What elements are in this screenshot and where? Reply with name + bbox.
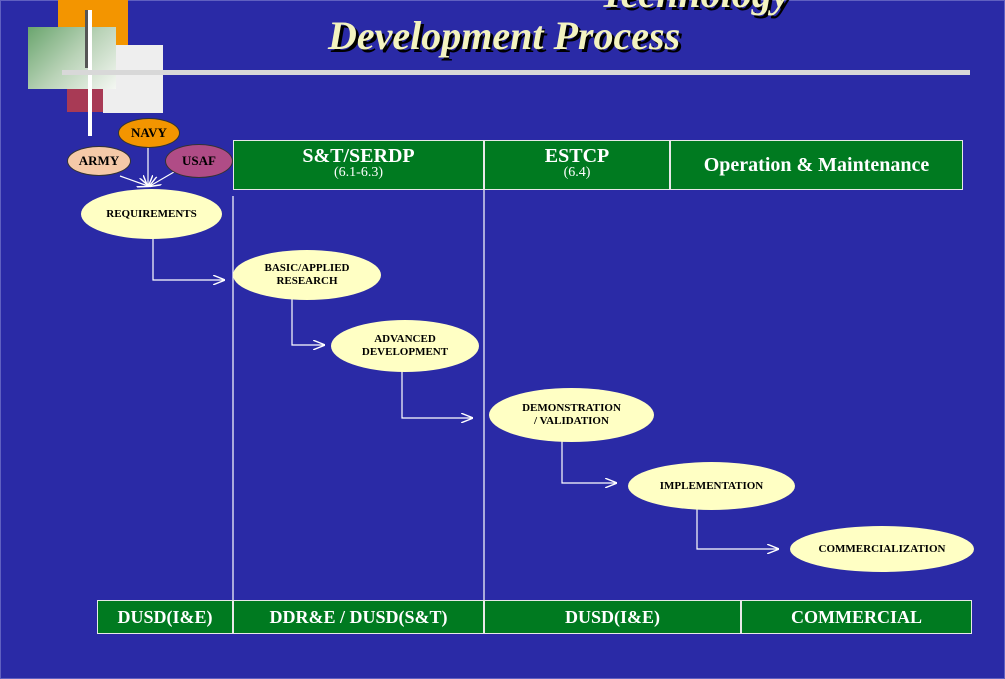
header-st-serdp-sub: (6.1-6.3) (334, 165, 383, 180)
header-st-serdp: S&T/SERDP (6.1-6.3) (233, 140, 484, 190)
logo-square-green (28, 27, 116, 89)
owner-dusd-ie-right: DUSD(I&E) (484, 600, 741, 634)
owner-label: DDR&E / DUSD(S&T) (269, 606, 448, 627)
header-estcp-label: ESTCP (544, 145, 610, 167)
owner-label: DUSD(I&E) (117, 606, 213, 627)
step-commercialization: COMMERCIALIZATION (790, 526, 974, 572)
step-basic-applied-research: BASIC/APPLIED RESEARCH (233, 250, 381, 300)
title-line-1: Technology (600, 0, 790, 17)
title-rule (62, 70, 970, 75)
header-estcp: ESTCP (6.4) (484, 140, 670, 190)
army-label: ARMY (78, 153, 120, 168)
navy-label: NAVY (131, 125, 167, 140)
army-pill: ARMY (67, 146, 131, 176)
logo-vertical-shadow (85, 10, 88, 68)
owner-commercial: COMMERCIAL (741, 600, 972, 634)
header-om-label: Operation & Maintenance (703, 154, 930, 176)
navy-pill: NAVY (118, 118, 180, 148)
header-estcp-sub: (6.4) (563, 165, 591, 180)
step-requirements: REQUIREMENTS (81, 189, 222, 239)
header-operation-maintenance: Operation & Maintenance (670, 140, 963, 190)
step-implementation: IMPLEMENTATION (628, 462, 795, 510)
header-st-serdp-label: S&T/SERDP (302, 145, 415, 167)
step-demonstration-validation: DEMONSTRATION / VALIDATION (489, 388, 654, 442)
step-advanced-development: ADVANCED DEVELOPMENT (331, 320, 479, 372)
usaf-pill: USAF (165, 144, 233, 178)
usaf-label: USAF (182, 153, 216, 168)
owner-label: COMMERCIAL (791, 606, 922, 627)
owner-label: DUSD(I&E) (564, 606, 660, 627)
title-line-2: Development Process (328, 13, 681, 58)
owner-dusd-ie-left: DUSD(I&E) (97, 600, 233, 634)
owner-ddre-dusd-st: DDR&E / DUSD(S&T) (233, 600, 484, 634)
